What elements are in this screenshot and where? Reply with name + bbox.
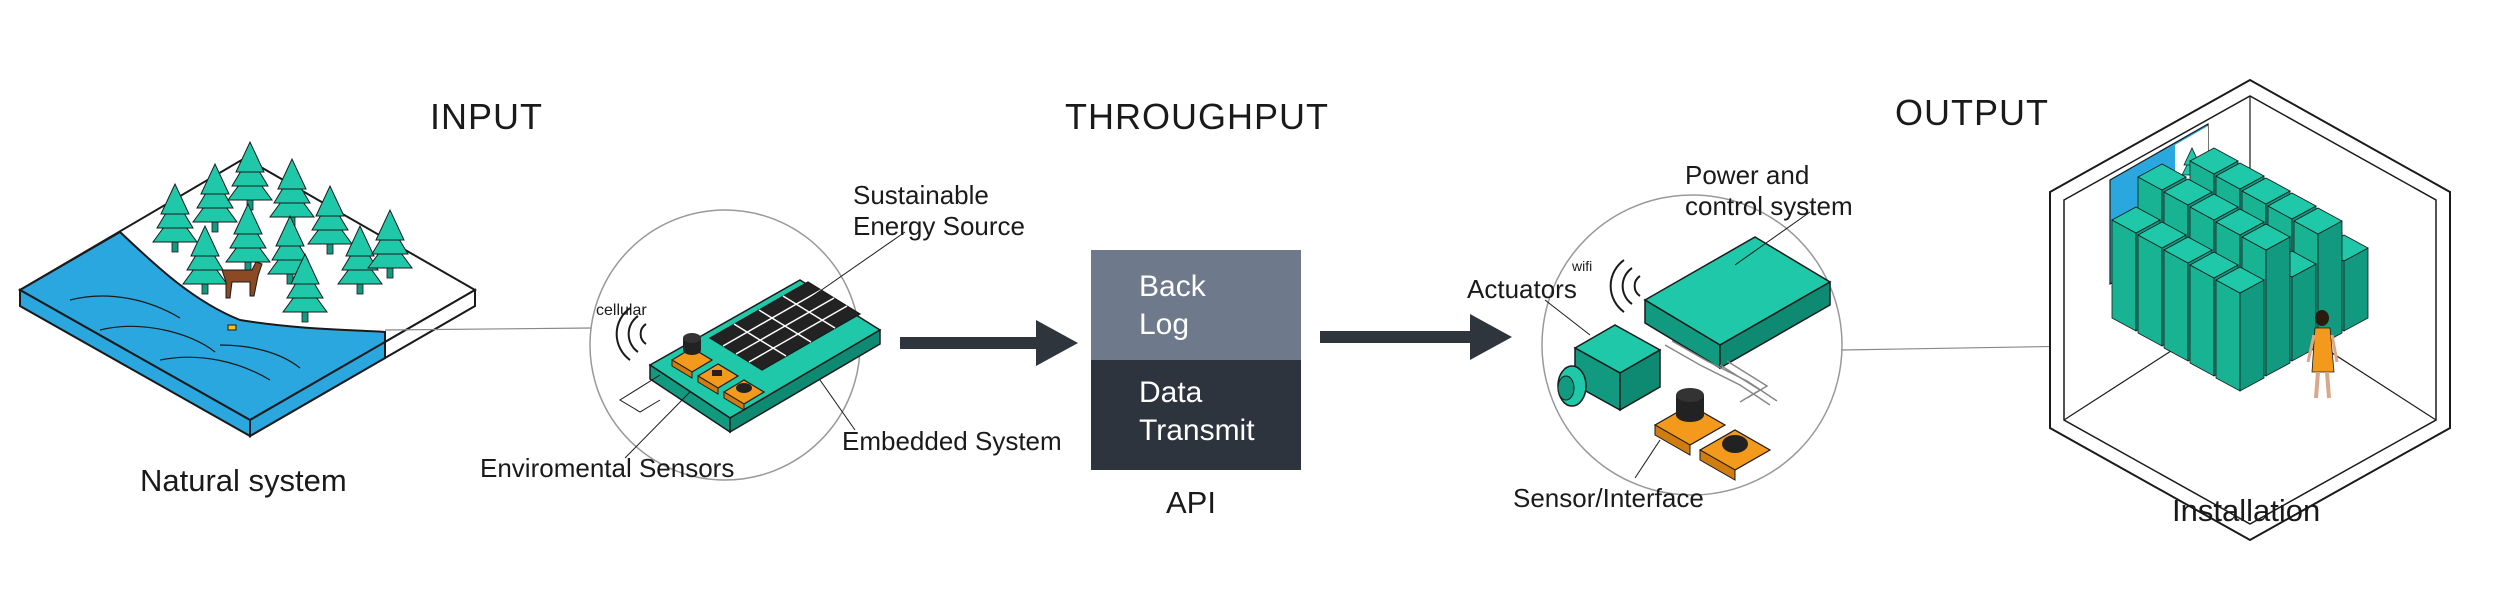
sensor-interface-modules (1653, 388, 1772, 481)
label-sustainable-energy: Sustainable Energy Source (853, 180, 1025, 242)
label-cellular: cellular (596, 302, 647, 319)
label-sustainable-energy-line1: Sustainable (853, 180, 989, 210)
data-transmit-block (1091, 360, 1301, 470)
natural-system-illustration (17, 156, 478, 438)
installation-pillars (2111, 147, 2369, 392)
label-actuators: Actuators (1467, 274, 1577, 304)
label-wifi: wifi (1572, 258, 1593, 274)
tree-icon (307, 184, 353, 255)
leader-energy (809, 231, 906, 299)
data-transmit-line1: Data (1139, 376, 1203, 409)
label-natural-system: Natural system (140, 463, 347, 498)
label-power-control-line1: Power and (1685, 160, 1810, 190)
tree-icon (337, 224, 383, 295)
heading-input: INPUT (430, 96, 543, 137)
leader-sensors (624, 391, 691, 459)
label-power-control-line2: control system (1685, 191, 1853, 221)
label-power-control: Power and control system (1685, 160, 1853, 222)
backlog-label: Back Log (1091, 250, 1301, 360)
wifi-signal-icon (1609, 259, 1641, 313)
tree-icon (182, 224, 228, 295)
power-control-box (1643, 236, 1832, 370)
heading-output: OUTPUT (1895, 92, 2049, 133)
person-figure (2306, 310, 2339, 399)
label-sensor-interface: Sensor/Interface (1513, 483, 1704, 513)
heading-throughput: THROUGHPUT (1065, 96, 1329, 137)
pillar-block (2215, 266, 2265, 392)
horse-icon (221, 261, 263, 299)
label-api: API (1166, 485, 1216, 520)
data-transmit-label: Data Transmit (1091, 360, 1301, 470)
tree-icon (152, 182, 198, 253)
forest-trees (152, 140, 413, 323)
tree-icon (282, 252, 328, 323)
backlog-block (1091, 250, 1301, 360)
leader-sensor-interface (1634, 439, 1661, 479)
cellular-signal-icon (615, 307, 647, 361)
label-sustainable-energy-line2: Energy Source (853, 211, 1025, 241)
arrow-input-to-throughput (900, 320, 1078, 366)
data-transmit-line2: Transmit (1139, 414, 1255, 447)
label-embedded-system: Embedded System (842, 426, 1062, 456)
tree-icon (367, 208, 413, 279)
label-installation: Installation (2172, 493, 2321, 528)
tree-icon (227, 140, 273, 211)
tree-icon (192, 162, 238, 233)
connector-line (384, 327, 593, 331)
environmental-sensor-modules (670, 333, 766, 411)
solar-panel (708, 281, 862, 371)
tree-icon (225, 202, 271, 273)
actuator-module (1557, 324, 1662, 412)
backlog-line1: Back (1139, 270, 1206, 303)
leader-power (1734, 211, 1811, 266)
cable-wiring (1664, 340, 1778, 406)
leader-actuators (1544, 299, 1591, 336)
backlog-line2: Log (1139, 308, 1190, 341)
leader-embedded (819, 379, 856, 431)
label-environmental-sensors: Enviromental Sensors (480, 453, 735, 483)
arrow-throughput-to-output (1320, 314, 1512, 360)
